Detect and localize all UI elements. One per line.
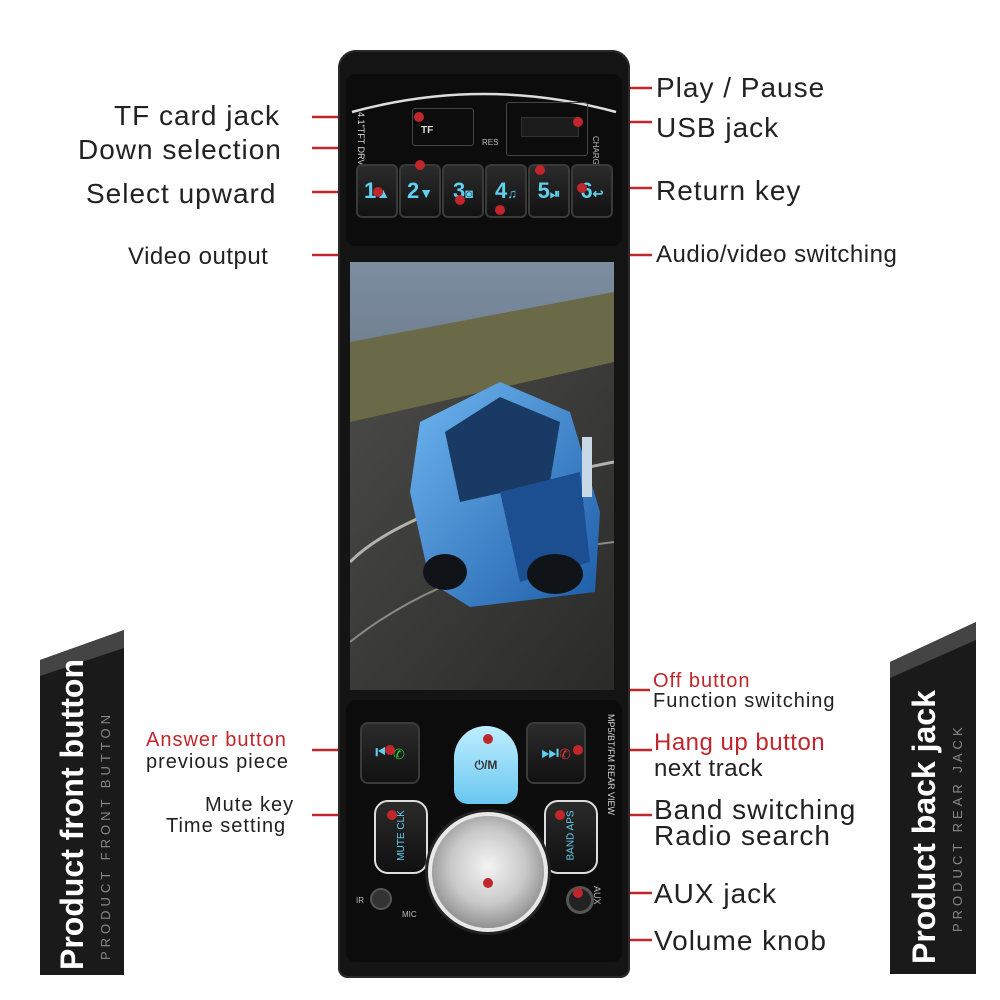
mic-label: MIC	[402, 910, 417, 919]
back-banner-title: Product back jack	[906, 690, 942, 964]
label-tf-card-jack: TF card jack	[114, 100, 281, 131]
dot-aux	[573, 888, 583, 898]
aux-port[interactable]	[566, 886, 594, 914]
front-button-banner: Product front button PRODUCT FRONT BUTTO…	[18, 630, 128, 975]
panel-highlight-arc	[351, 92, 617, 114]
front-banner-title: Product front button	[54, 658, 90, 970]
label-mute-key: Mute key	[205, 794, 295, 816]
volume-knob[interactable]	[428, 812, 548, 932]
key-3-video-output[interactable]: 3◙	[442, 164, 484, 218]
dot-av	[495, 205, 505, 215]
label-radio-search: Radio search	[654, 820, 831, 851]
label-next-track: next track	[654, 755, 764, 782]
side-text: MP5/BT/FM REAR VIEW	[606, 714, 616, 816]
label-usb-jack: USB jack	[656, 112, 780, 143]
dot-off	[483, 734, 493, 744]
tf-card-slot[interactable]: TF	[412, 108, 474, 146]
usb-port[interactable]	[506, 102, 588, 156]
band-aps-button[interactable]: BAND APS	[544, 800, 598, 874]
dot-band	[555, 810, 565, 820]
phone-hangup-icon: ✆	[559, 746, 571, 762]
key-4-av-switch[interactable]: 4♫	[485, 164, 527, 218]
label-audio-video-switching: Audio/video switching	[656, 241, 898, 268]
label-previous-piece: previous piece	[146, 751, 289, 773]
mute-clk-button[interactable]: MUTE CLK	[374, 800, 428, 874]
aux-label: AUX	[592, 886, 602, 905]
label-off-button: Off button	[653, 670, 751, 692]
label-play-pause: Play / Pause	[656, 72, 826, 103]
label-band-switching: Band switching	[654, 794, 857, 825]
dot-knob	[483, 878, 493, 888]
label-time-setting: Time setting	[166, 815, 287, 837]
mic-hole	[370, 888, 392, 910]
car-scene-image	[350, 262, 614, 690]
dot-play	[535, 165, 545, 175]
label-answer-button: Answer button	[146, 729, 287, 751]
label-video-output: Video output	[128, 243, 269, 270]
ir-label: IR	[356, 896, 364, 905]
dot-down	[415, 160, 425, 170]
next-icon: ⏭	[541, 742, 560, 764]
res-label: RES	[482, 138, 499, 147]
label-select-upward: Select upward	[86, 178, 277, 209]
key-2-down[interactable]: 2▼	[399, 164, 441, 218]
back-jack-banner: Product back jack PRODUCT REAR JACK	[870, 622, 980, 974]
label-aux-jack: AUX jack	[654, 878, 778, 909]
tf-label: TF	[421, 125, 434, 136]
charg-label: CHARG	[591, 136, 600, 165]
front-banner-subtitle: PRODUCT FRONT BUTTON	[98, 710, 113, 960]
dot-usb	[573, 117, 583, 127]
key-1-up[interactable]: 1▲	[356, 164, 398, 218]
dot-tf	[414, 112, 424, 122]
label-function-switching: Function switching	[653, 690, 836, 712]
dot-mute	[387, 810, 397, 820]
label-hang-up-button: Hang up button	[654, 729, 826, 756]
label-return-key: Return key	[656, 175, 802, 206]
dot-return	[577, 183, 587, 193]
label-down-selection: Down selection	[78, 134, 282, 165]
bottom-control-panel: ⏮✆ ⏻/M ⏭✆ MUTE CLK BAND APS IR MIC AUX M…	[346, 700, 622, 962]
display-screen	[350, 262, 614, 690]
phone-answer-icon: ✆	[393, 746, 405, 762]
dot-up	[373, 187, 383, 197]
dot-video	[455, 195, 465, 205]
label-volume-knob: Volume knob	[654, 925, 827, 956]
key-5-play-pause[interactable]: 5⏯	[528, 164, 570, 218]
back-banner-subtitle: PRODUCT REAR JACK	[950, 723, 965, 932]
top-control-panel: 4.1"TFT DRV IN TF RES CHARG 1▲ 2▼ 3◙ 4♫ …	[346, 74, 622, 246]
dot-hangup	[573, 745, 583, 755]
dot-answer	[385, 745, 395, 755]
